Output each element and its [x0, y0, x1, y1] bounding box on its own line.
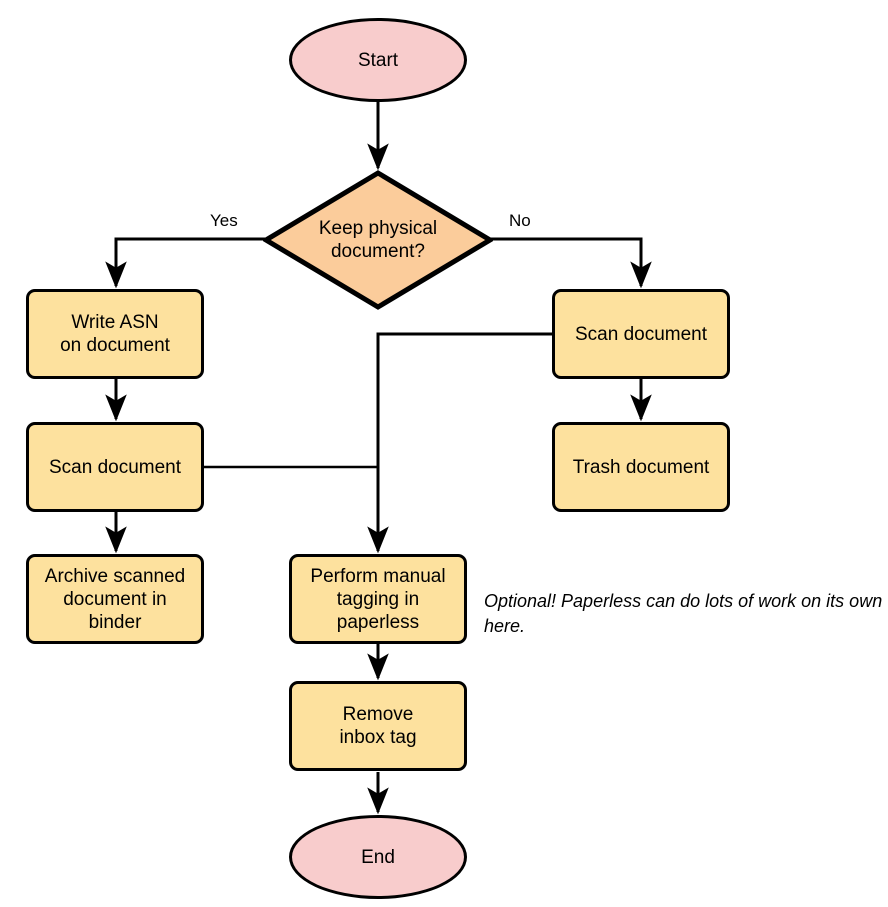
node-scan-document-left-label: Scan document — [48, 456, 182, 478]
diamond-shape-icon — [263, 170, 493, 310]
node-start[interactable]: Start — [289, 18, 467, 102]
node-trash-document-label: Trash document — [572, 456, 710, 478]
node-keep-physical-document-label: Keep physical document? — [318, 218, 438, 262]
node-perform-manual-tagging-in-paperless-label: Perform manual tagging in paperless — [310, 565, 446, 633]
node-write-asn-on-document-label: Write ASN on document — [60, 312, 170, 356]
node-write-asn-on-document[interactable]: Write ASN on document — [26, 289, 204, 379]
node-keep-physical-document[interactable]: Keep physical document? — [263, 170, 493, 310]
edge-label-no: No — [509, 211, 531, 230]
node-perform-manual-tagging-in-paperless[interactable]: Perform manual tagging in paperless — [289, 554, 467, 644]
node-end[interactable]: End — [289, 815, 467, 899]
node-archive-scanned-document-in-binder[interactable]: Archive scanned document in binder — [26, 554, 204, 644]
edge-label-yes: Yes — [210, 211, 238, 230]
node-remove-inbox-tag[interactable]: Remove inbox tag — [289, 681, 467, 771]
node-trash-document[interactable]: Trash document — [552, 422, 730, 512]
node-archive-scanned-document-in-binder-label: Archive scanned document in binder — [44, 565, 186, 633]
edge-scan-right-to-manual-tagging — [367, 332, 553, 554]
edge-keep-physical-to-write-asn — [105, 237, 265, 289]
node-end-label: End — [361, 846, 395, 868]
node-scan-document-right[interactable]: Scan document — [552, 289, 730, 379]
edge-keep-physical-to-scan-right — [490, 237, 652, 289]
node-remove-inbox-tag-label: Remove inbox tag — [339, 704, 417, 748]
annotation-optional-note: Optional! Paperless can do lots of work … — [484, 591, 883, 636]
node-scan-document-left[interactable]: Scan document — [26, 422, 204, 512]
node-scan-document-right-label: Scan document — [574, 323, 708, 345]
node-start-label: Start — [357, 49, 399, 71]
